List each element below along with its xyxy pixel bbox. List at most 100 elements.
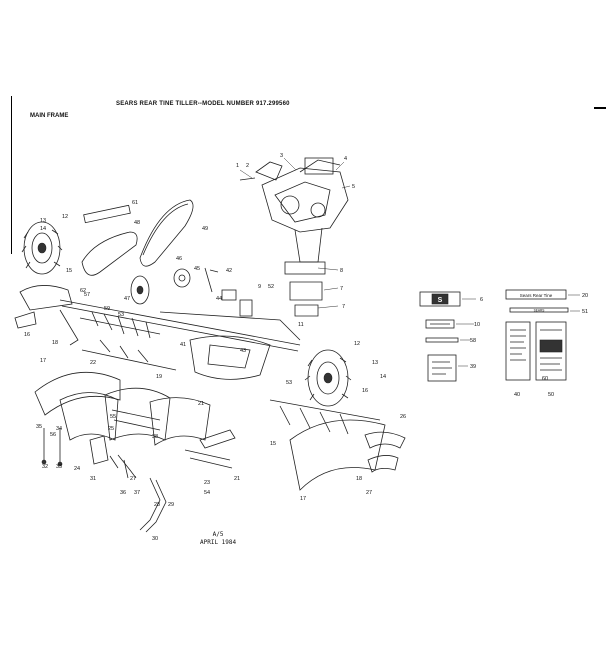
callout-labels: 1 2 3 4 5 6 7 7 8 9 10 11 12 12 13 13 14… bbox=[24, 153, 588, 542]
callout-label: 31 bbox=[90, 476, 96, 482]
left-fender bbox=[14, 285, 79, 346]
engine-assembly bbox=[239, 157, 349, 317]
depth-bar bbox=[117, 429, 236, 533]
callout-label: 29 bbox=[168, 502, 174, 508]
callout-label: 33 bbox=[56, 464, 62, 470]
callout-label: 27 bbox=[366, 490, 372, 496]
callout-label: 41 bbox=[180, 342, 186, 348]
main-frame bbox=[59, 289, 301, 380]
callout-label: 4 bbox=[344, 156, 347, 162]
callout-label: 3 bbox=[280, 153, 283, 159]
callout-label: 17 bbox=[40, 358, 46, 364]
callout-label: 2 bbox=[246, 163, 249, 169]
callout-label: 16 bbox=[362, 388, 368, 394]
callout-label: 16 bbox=[24, 332, 30, 338]
callout-label: 13 bbox=[40, 218, 46, 224]
callout-label: 14 bbox=[40, 226, 46, 232]
callout-label: 54 bbox=[204, 490, 210, 496]
decal-37 bbox=[425, 337, 459, 343]
callout-label: 53 bbox=[286, 380, 292, 386]
decal-6 bbox=[419, 291, 461, 307]
callout-label: 18 bbox=[52, 340, 58, 346]
callout-label: 22 bbox=[90, 360, 96, 366]
callout-label: 26 bbox=[400, 414, 406, 420]
callout-label: 14 bbox=[380, 374, 386, 380]
right-tines bbox=[269, 399, 406, 491]
callout-label: 20 bbox=[582, 293, 588, 299]
decal-21 bbox=[505, 289, 567, 300]
left-wheel bbox=[21, 221, 63, 275]
logo-text: S bbox=[438, 297, 443, 304]
callout-label: 43 bbox=[240, 348, 246, 354]
callout-label: 21 bbox=[234, 476, 240, 482]
callout-label: 59 bbox=[104, 306, 110, 312]
callout-label: 46 bbox=[176, 256, 182, 262]
callout-label: 40 bbox=[514, 392, 520, 398]
callout-label: 9 bbox=[258, 284, 261, 290]
callout-label: 49 bbox=[202, 226, 208, 232]
strip-text: SEARS bbox=[534, 309, 545, 313]
callout-label: 27 bbox=[130, 476, 136, 482]
callout-label: 28 bbox=[154, 502, 160, 508]
callout-label: 11 bbox=[298, 322, 304, 328]
callout-label: 45 bbox=[194, 266, 200, 272]
diagram-title: SEARS REAR TINE TILLER--MODEL NUMBER 917… bbox=[116, 101, 290, 107]
callout-label: 30 bbox=[152, 536, 158, 542]
decal-group: S Sears Rear Tine SEARS bbox=[419, 289, 569, 382]
callout-label: 15 bbox=[66, 268, 72, 274]
callout-label: 10 bbox=[474, 322, 480, 328]
footer-stamp: A/5 APRIL 1984 bbox=[200, 531, 236, 547]
callout-label: 18 bbox=[356, 476, 362, 482]
callout-label: 6 bbox=[480, 297, 483, 303]
callout-label: 13 bbox=[372, 360, 378, 366]
callout-label: 42 bbox=[226, 268, 232, 274]
left-tines bbox=[79, 311, 177, 371]
callout-label: 48 bbox=[134, 220, 140, 226]
callout-label: 58 bbox=[470, 338, 476, 344]
callout-label: 12 bbox=[354, 341, 360, 347]
callout-label: 47 bbox=[124, 296, 130, 302]
callout-label: 36 bbox=[120, 490, 126, 496]
drive-belts bbox=[81, 199, 194, 276]
decal-39 bbox=[505, 321, 531, 381]
callout-label: 37 bbox=[134, 490, 140, 496]
callout-label: 60 bbox=[542, 376, 548, 382]
edge-mark bbox=[594, 107, 606, 109]
callout-label: 57 bbox=[84, 292, 90, 298]
callout-label: 62 bbox=[80, 288, 86, 294]
callout-label: 56 bbox=[50, 432, 56, 438]
decal-60 bbox=[535, 321, 567, 381]
callout-label: 39 bbox=[470, 364, 476, 370]
callout-label: 19 bbox=[156, 374, 162, 380]
callout-label: 52 bbox=[268, 284, 274, 290]
margin-rule bbox=[11, 96, 12, 254]
tine-hood bbox=[34, 371, 211, 446]
callout-label: 61 bbox=[132, 200, 138, 206]
callout-label: 21 bbox=[198, 401, 204, 407]
callout-label: 55 bbox=[110, 414, 116, 420]
section-label: MAIN FRAME bbox=[30, 113, 69, 119]
right-wheel bbox=[304, 349, 352, 407]
callout-label: 12 bbox=[62, 214, 68, 220]
decal-38 bbox=[427, 354, 457, 382]
callout-label: 50 bbox=[548, 392, 554, 398]
decal-51 bbox=[509, 307, 569, 313]
callout-label: 1 bbox=[236, 163, 239, 169]
callout-label: 7 bbox=[340, 286, 343, 292]
callout-label: 32 bbox=[42, 464, 48, 470]
callout-label: 15 bbox=[270, 441, 276, 447]
callout-label: 34 bbox=[56, 426, 62, 432]
pulleys bbox=[130, 267, 219, 305]
callout-label: 53 bbox=[118, 312, 124, 318]
callout-label: 24 bbox=[74, 466, 80, 472]
revision-date: APRIL 1984 bbox=[200, 539, 237, 546]
hardware-parts bbox=[41, 428, 129, 479]
callout-label: 5 bbox=[352, 184, 355, 190]
callout-label: 7 bbox=[342, 304, 345, 310]
callout-label: 17 bbox=[300, 496, 306, 502]
callout-label: 8 bbox=[340, 268, 343, 274]
decal-10 bbox=[425, 319, 455, 329]
callout-label: 44 bbox=[216, 296, 222, 302]
